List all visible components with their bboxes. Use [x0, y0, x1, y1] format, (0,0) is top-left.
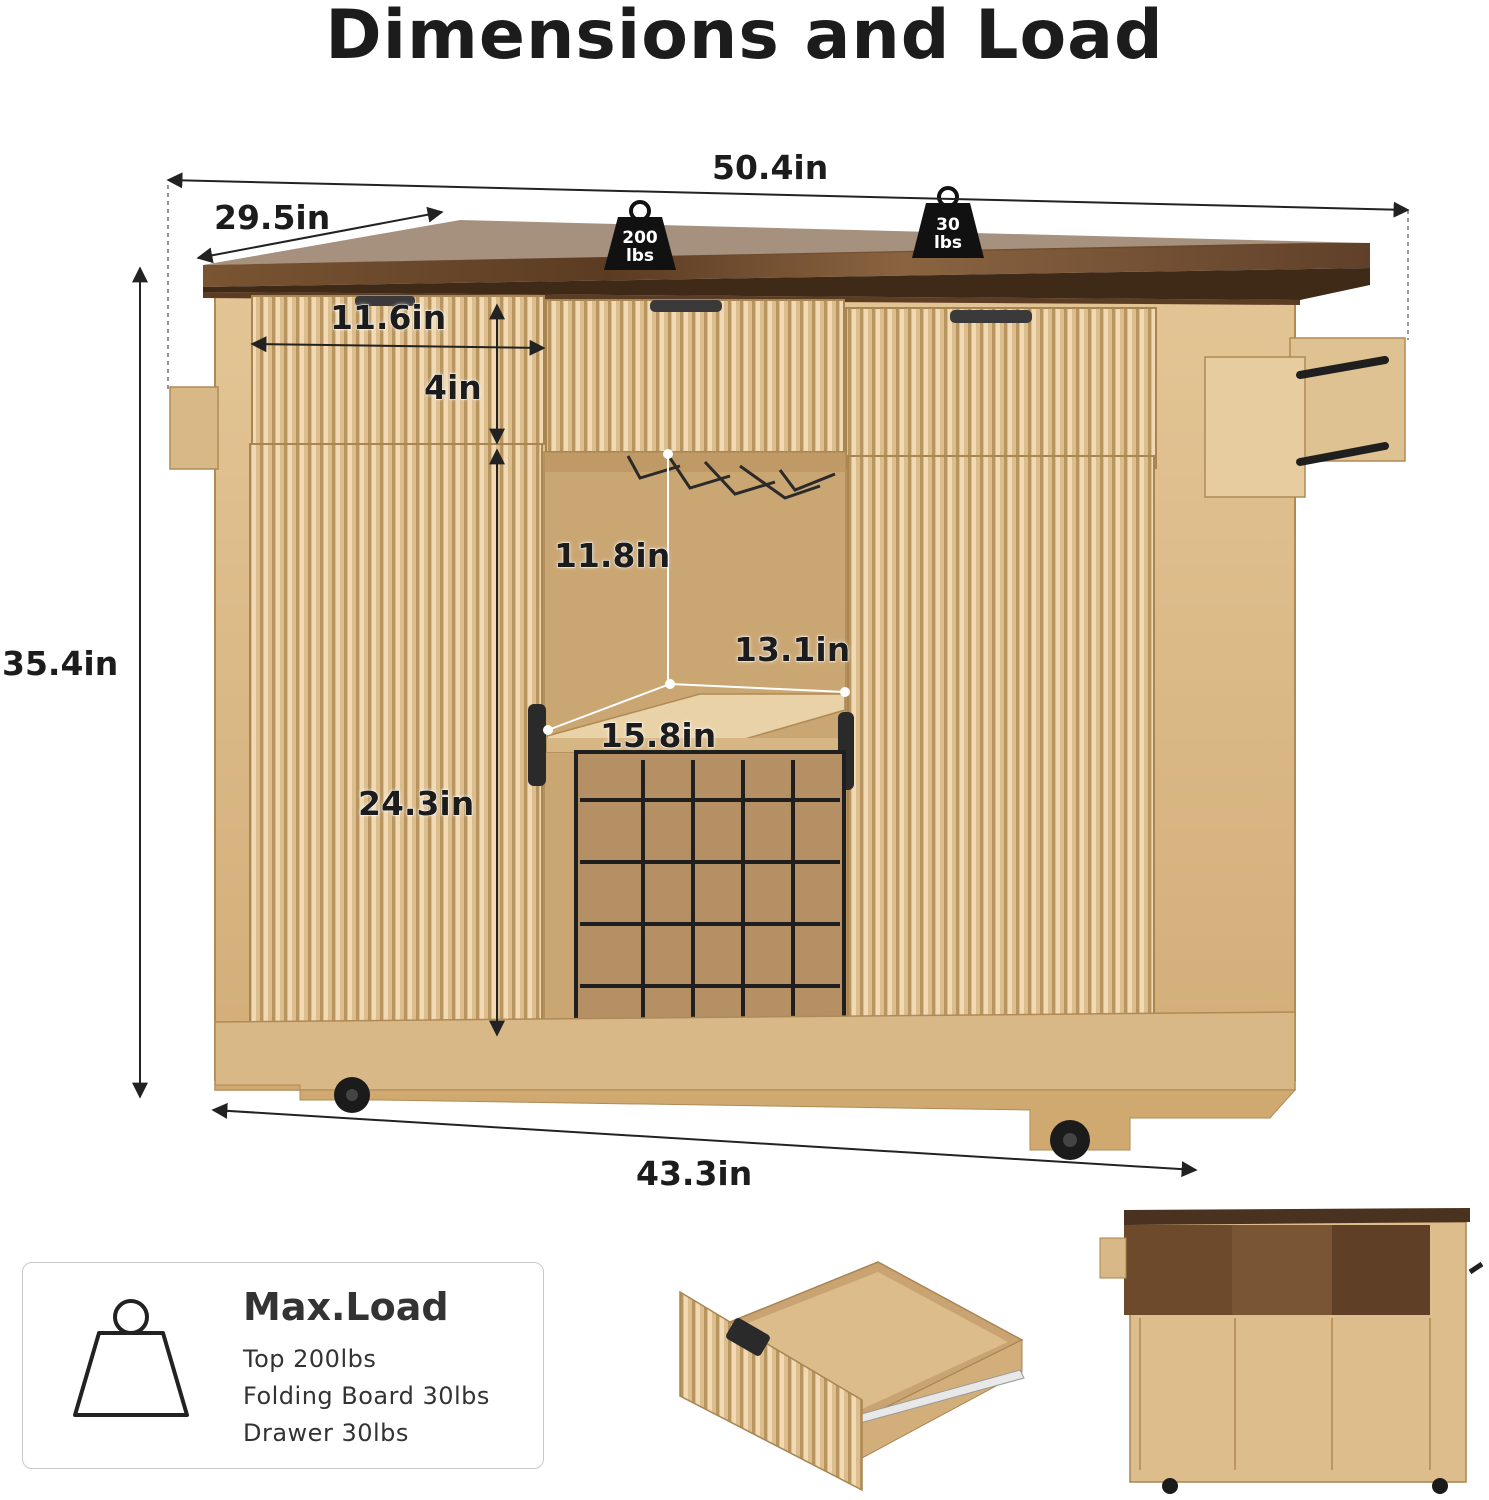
- shelf-bracket-left: [528, 704, 546, 786]
- label-drawer-height: 4in: [424, 368, 483, 407]
- weight-badge-top-value: 200: [622, 228, 658, 248]
- weight-badge-board: 30 lbs: [918, 216, 978, 252]
- door-left: [249, 443, 543, 1025]
- label-shelf-depth: 13.1in: [733, 630, 851, 669]
- max-load-heading: Max.Load: [243, 1285, 449, 1329]
- label-drawer-width: 11.6in: [329, 298, 447, 337]
- page-title: Dimensions and Load: [325, 0, 1164, 75]
- dim-line-overall-width: [166, 172, 1410, 218]
- drawer-handle-right: [950, 310, 1032, 323]
- drawer-middle: [545, 299, 845, 453]
- shelf-dimension-lines: [543, 449, 850, 735]
- weight-badge-board-value: 30: [936, 215, 960, 235]
- label-overall-width: 50.4in: [712, 148, 829, 187]
- weight-badge-top: 200 lbs: [610, 229, 670, 265]
- label-height: 35.4in: [2, 644, 119, 683]
- label-depth: 29.5in: [214, 198, 331, 237]
- folded-board-illustration: [1099, 1208, 1484, 1494]
- dim-line-base-width: [211, 1102, 1198, 1178]
- weight-badge-board-unit: lbs: [933, 233, 963, 253]
- label-shelf-width: 15.8in: [599, 716, 717, 755]
- load-line-drawer: Drawer 30lbs: [243, 1419, 409, 1447]
- wine-rack: [574, 750, 846, 1026]
- door-right: [847, 455, 1155, 1057]
- drawer-handle-middle: [650, 300, 722, 312]
- label-base-width: 43.3in: [636, 1154, 753, 1193]
- label-shelf-clearance: 11.8in: [553, 536, 671, 575]
- load-line-folding-board: Folding Board 30lbs: [243, 1382, 490, 1410]
- drawer-handle-left: [355, 296, 415, 306]
- towel-rack: [1204, 337, 1406, 498]
- max-load-card: Max.Load Top 200lbs Folding Board 30lbs …: [22, 1262, 544, 1469]
- load-line-top: Top 200lbs: [243, 1345, 377, 1373]
- dimension-lines: [132, 172, 1410, 1178]
- weight-icon: [73, 1299, 189, 1417]
- drawer-detail-illustration: [679, 1261, 1025, 1492]
- label-cabinet-height: 24.3in: [357, 784, 475, 823]
- base-plinth: [214, 1011, 1296, 1091]
- weight-badge-top-unit: lbs: [625, 246, 655, 266]
- glass-holder: [626, 455, 836, 500]
- countertop: [203, 220, 1370, 305]
- dim-line-depth: [196, 206, 444, 264]
- side-block-left: [169, 386, 219, 470]
- kitchen-island: [169, 220, 1406, 1160]
- drawer-right: [845, 307, 1157, 469]
